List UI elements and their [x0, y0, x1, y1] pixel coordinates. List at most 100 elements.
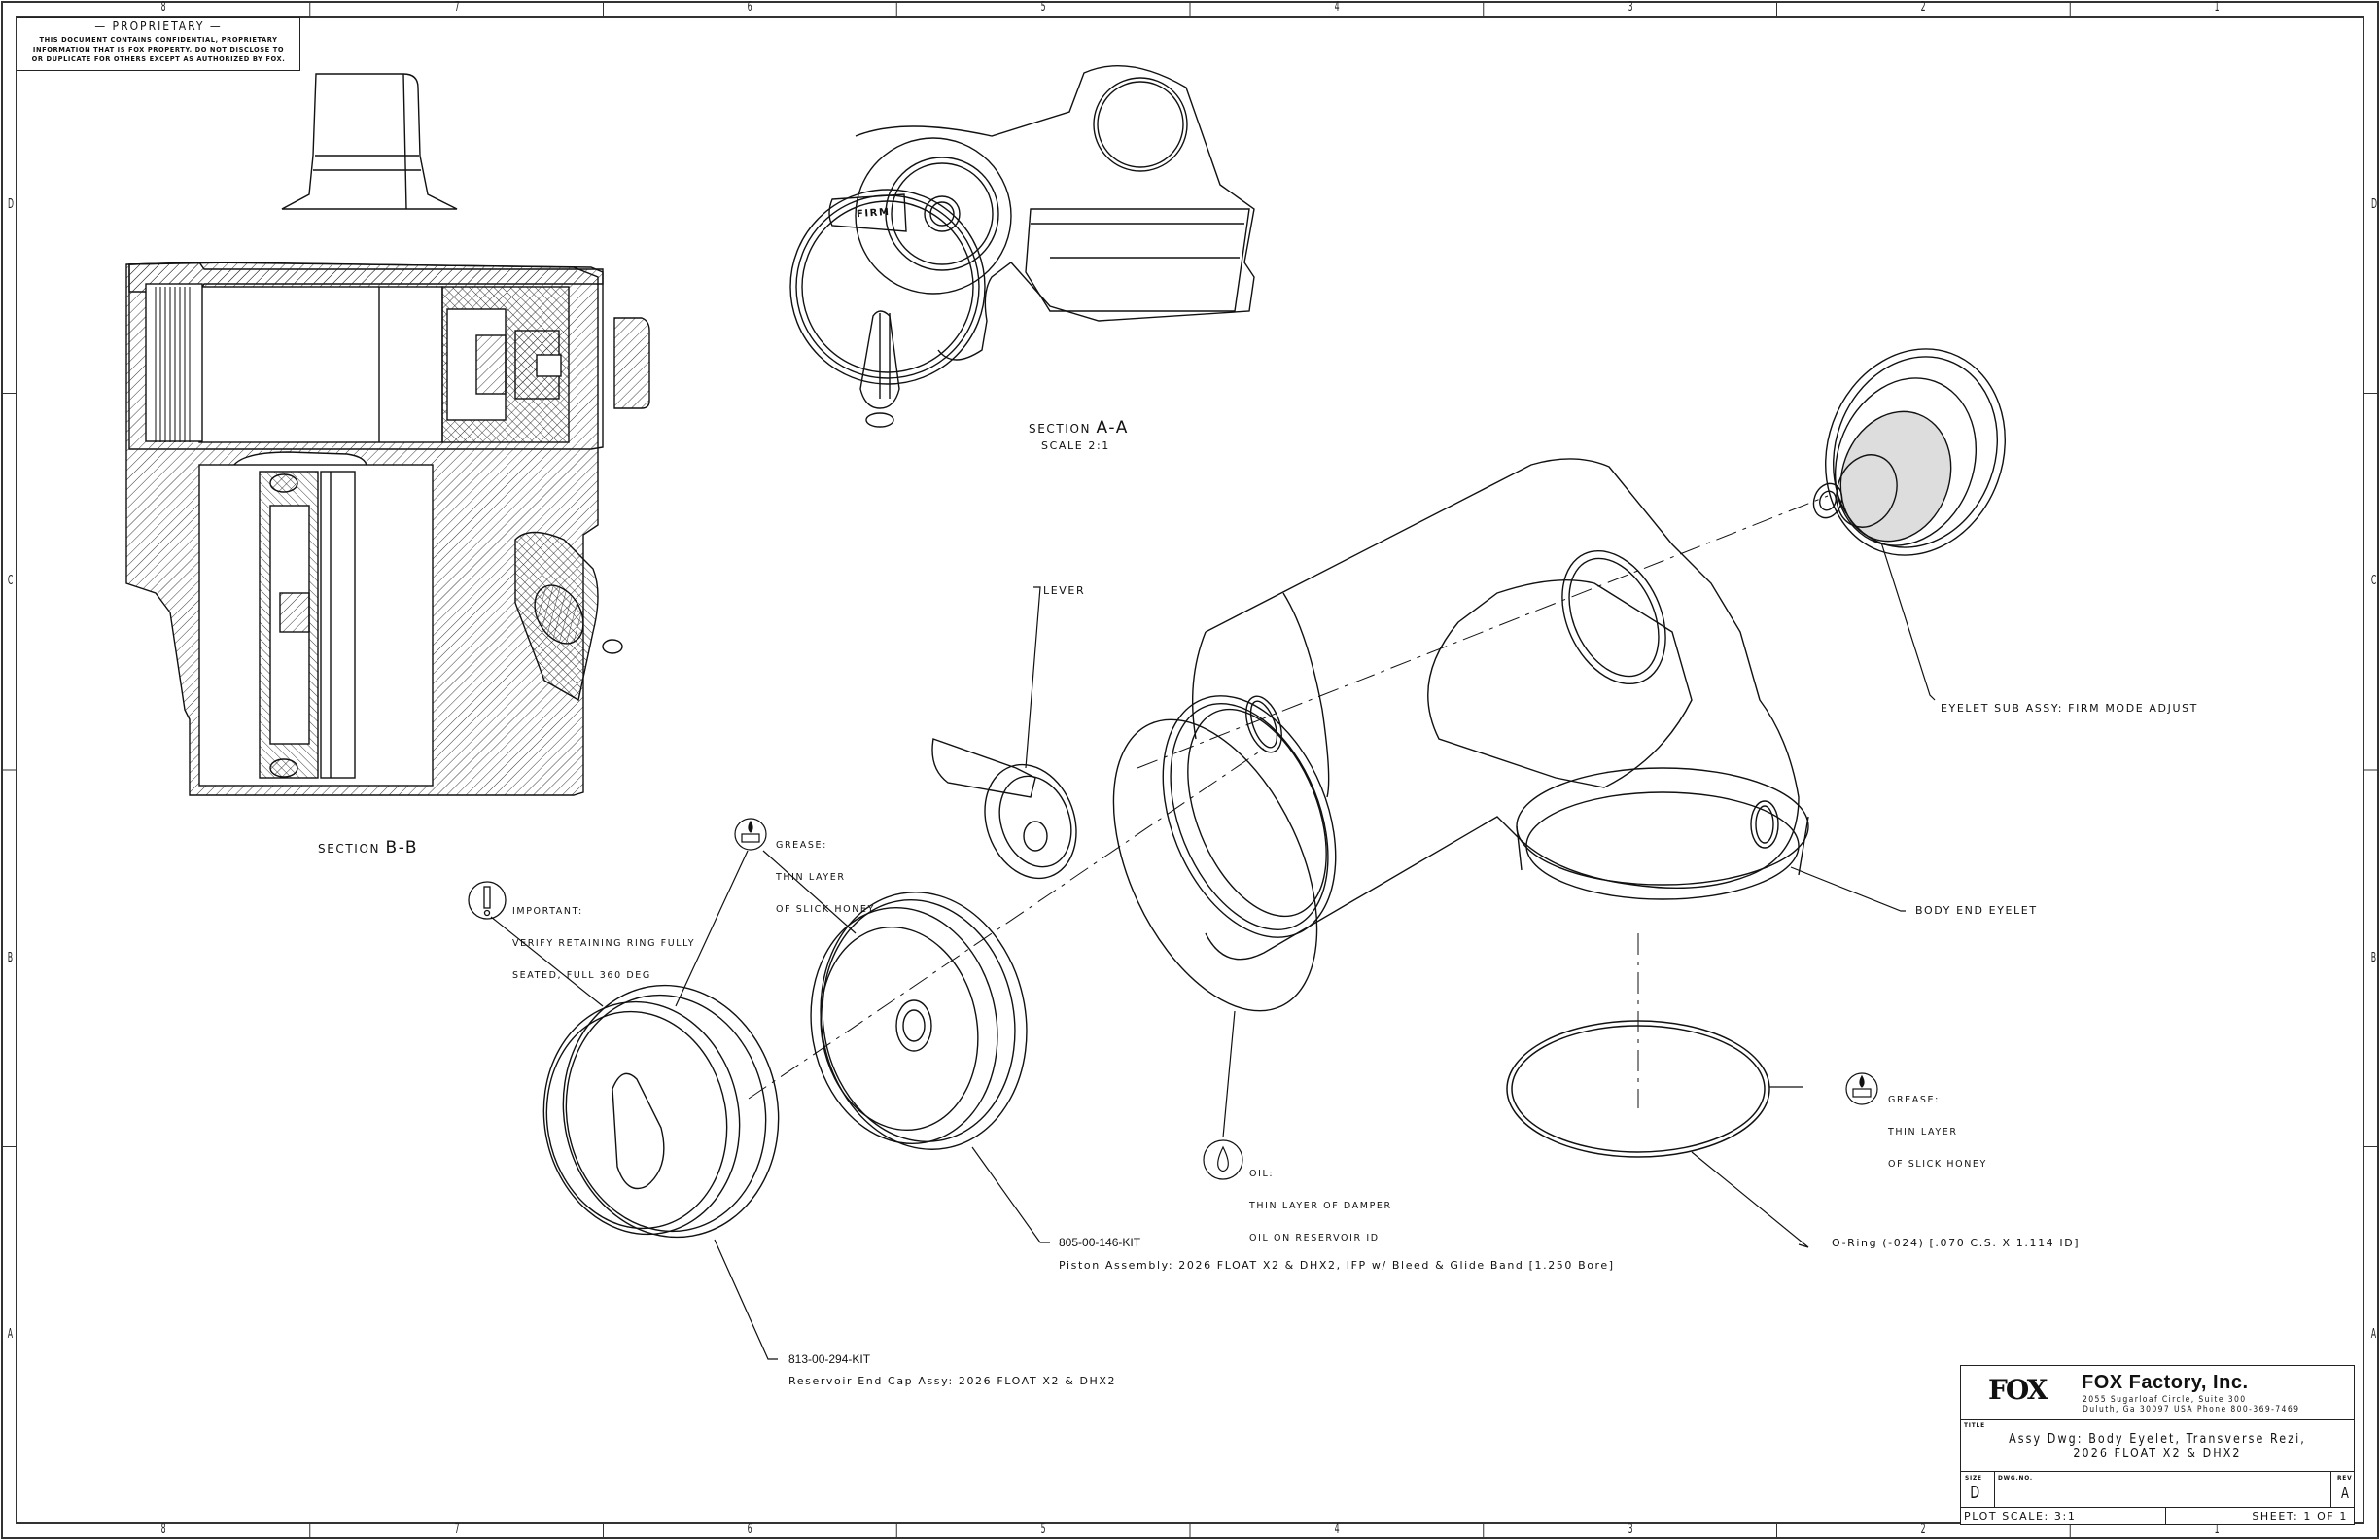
- zone-marker-col: 4: [1334, 1522, 1340, 1537]
- title-line: 2026 FLOAT X2 & DHX2: [2073, 1447, 2242, 1461]
- zone-marker-col: 7: [454, 1522, 460, 1537]
- zone-marker-row: D: [2371, 196, 2378, 212]
- zone-marker-row: C: [2370, 574, 2377, 589]
- lever-firm-marking: FIRM: [856, 206, 891, 221]
- proprietary-line: OR DUPLICATE FOR OTHERS EXCEPT AS AUTHOR…: [31, 54, 286, 63]
- o-ring-callout: O-Ring (-024) [.070 C.S. X 1.114 ID]: [1832, 1237, 2081, 1249]
- zone-marker-col: 1: [2214, 1522, 2220, 1537]
- section-letters: A-A: [1096, 418, 1129, 438]
- lever-part: [931, 738, 1077, 880]
- dwg-row: SIZE D DWG.NO. REV A: [1961, 1472, 2354, 1508]
- zone-marker-row: A: [2370, 1327, 2377, 1343]
- important-note: IMPORTANT: VERIFY RETAINING RING FULLY S…: [512, 885, 695, 1002]
- proprietary-text: THIS DOCUMENT CONTAINS CONFIDENTIAL, PRO…: [18, 35, 299, 64]
- oil-note: OIL: THIN LAYER OF DAMPER OIL ON RESERVO…: [1249, 1147, 1392, 1265]
- fox-logo: FOX: [1988, 1374, 2048, 1406]
- divider: [1994, 1472, 1995, 1507]
- zone-marker-col: 6: [748, 1522, 752, 1537]
- title-label: TITLE: [1964, 1421, 1985, 1429]
- lever-callout: LEVER: [1043, 584, 1086, 597]
- zone-marker-col: 5: [1040, 0, 1046, 15]
- section-a-label: SECTION A-A: [1029, 420, 1129, 437]
- proprietary-title: — PROPRIETARY —: [94, 19, 223, 33]
- piston-part-number: 805-00-146-KIT: [1059, 1236, 1141, 1249]
- reservoir-end-cap-part: [542, 984, 780, 1239]
- note-line: GREASE:: [1888, 1095, 1940, 1105]
- zone-marker-row: C: [7, 574, 14, 589]
- leader-lines: [490, 542, 1936, 1360]
- piston-assembly-part: [810, 892, 1028, 1150]
- oil-drop-icon: [1203, 1139, 1243, 1180]
- note-line: THIN LAYER: [1888, 1127, 1958, 1138]
- end-cap-part-number: 813-00-294-KIT: [788, 1352, 871, 1366]
- zone-marker-row: D: [8, 196, 15, 212]
- zone-marker-row: B: [2370, 950, 2377, 965]
- zone-marker-col: 8: [160, 0, 166, 15]
- reservoir-sleeve-part: [1112, 718, 1318, 1012]
- note-line: GREASE:: [776, 840, 827, 851]
- eyelet-sub-assy-callout: EYELET SUB ASSY: FIRM MODE ADJUST: [1941, 702, 2199, 715]
- body-end-eyelet-part: [1162, 458, 1809, 961]
- grease-icon-2: [1845, 1072, 1878, 1105]
- company-row: FOX FOX Factory, Inc. 2055 Sugarloaf Cir…: [1961, 1366, 2354, 1420]
- size-label: SIZE: [1965, 1474, 1982, 1482]
- section-a-a-view: [789, 65, 1255, 428]
- section-word: SECTION: [1029, 422, 1092, 436]
- address-line: 2055 Sugarloaf Circle, Suite 300: [2082, 1395, 2247, 1405]
- scale-row: PLOT SCALE: 3:1 SHEET: 1 OF 1: [1961, 1508, 2354, 1524]
- important-exclamation-icon: [468, 881, 507, 920]
- grease-note-1: GREASE: THIN LAYER OF SLICK HONEY: [776, 819, 875, 936]
- zone-marker-col: 8: [160, 1522, 166, 1537]
- zone-marker-col: 3: [1628, 1522, 1633, 1537]
- zone-marker-col: 7: [454, 0, 460, 15]
- divider: [2165, 1508, 2166, 1524]
- zone-marker-col: 2: [1921, 0, 1926, 15]
- end-cap-description: Reservoir End Cap Assy: 2026 FLOAT X2 & …: [788, 1375, 1117, 1387]
- eyelet-sub-assy-part: [1812, 348, 2006, 556]
- size-value: D: [1970, 1483, 1980, 1503]
- note-line: VERIFY RETAINING RING FULLY: [512, 938, 696, 949]
- zone-marker-col: 1: [2214, 0, 2220, 15]
- grease-note-2: GREASE: THIN LAYER OF SLICK HONEY: [1888, 1073, 1987, 1191]
- note-line: THIN LAYER OF DAMPER: [1249, 1201, 1392, 1211]
- zone-marker-col: 3: [1628, 0, 1633, 15]
- body-end-eyelet-callout: BODY END EYELET: [1915, 904, 2038, 917]
- section-letters: B-B: [385, 838, 419, 858]
- dwg-no-label: DWG.NO.: [1998, 1474, 2033, 1482]
- note-line: OF SLICK HONEY: [1888, 1159, 1987, 1170]
- note-line: OIL ON RESERVOIR ID: [1249, 1233, 1380, 1243]
- zone-marker-row: B: [7, 950, 14, 965]
- zone-marker-row: A: [7, 1327, 14, 1343]
- section-b-label: SECTION B-B: [318, 840, 418, 857]
- address-line: Duluth, Ga 30097 USA Phone 800-369-7469: [2082, 1405, 2300, 1415]
- section-a-scale: SCALE 2:1: [1041, 439, 1110, 452]
- drawing-title: Assy Dwg: Body Eyelet, Transverse Rezi,2…: [1971, 1432, 2344, 1461]
- company-name: FOX Factory, Inc.: [2082, 1372, 2249, 1393]
- proprietary-notice: — PROPRIETARY — THIS DOCUMENT CONTAINS C…: [17, 17, 300, 71]
- title-line: Assy Dwg: Body Eyelet, Transverse Rezi,: [2009, 1432, 2306, 1447]
- piston-description: Piston Assembly: 2026 FLOAT X2 & DHX2, I…: [1059, 1259, 1615, 1272]
- title-block: FOX FOX Factory, Inc. 2055 Sugarloaf Cir…: [1960, 1365, 2355, 1525]
- rev-value: A: [2340, 1484, 2349, 1502]
- note-line: SEATED, FULL 360 DEG: [512, 970, 651, 981]
- note-line: IMPORTANT:: [512, 906, 583, 917]
- plot-scale: PLOT SCALE: 3:1: [1964, 1510, 2077, 1522]
- proprietary-line: THIS DOCUMENT CONTAINS CONFIDENTIAL, PRO…: [39, 35, 278, 44]
- note-line: OIL:: [1249, 1169, 1275, 1179]
- title-row: TITLE Assy Dwg: Body Eyelet, Transverse …: [1961, 1420, 2354, 1472]
- grease-icon: [734, 818, 767, 851]
- section-word: SECTION: [318, 842, 381, 856]
- centerlines: [748, 495, 1829, 1108]
- zone-marker-col: 4: [1334, 0, 1340, 15]
- sheet-number: SHEET: 1 OF 1: [2252, 1510, 2348, 1522]
- proprietary-line: INFORMATION THAT IS FOX PROPERTY. DO NOT…: [32, 45, 285, 53]
- note-line: THIN LAYER: [776, 872, 846, 883]
- zone-marker-col: 6: [748, 0, 752, 15]
- zone-marker-col: 2: [1921, 1522, 1926, 1537]
- section-b-b-view: [125, 73, 650, 796]
- zone-marker-col: 5: [1040, 1522, 1046, 1537]
